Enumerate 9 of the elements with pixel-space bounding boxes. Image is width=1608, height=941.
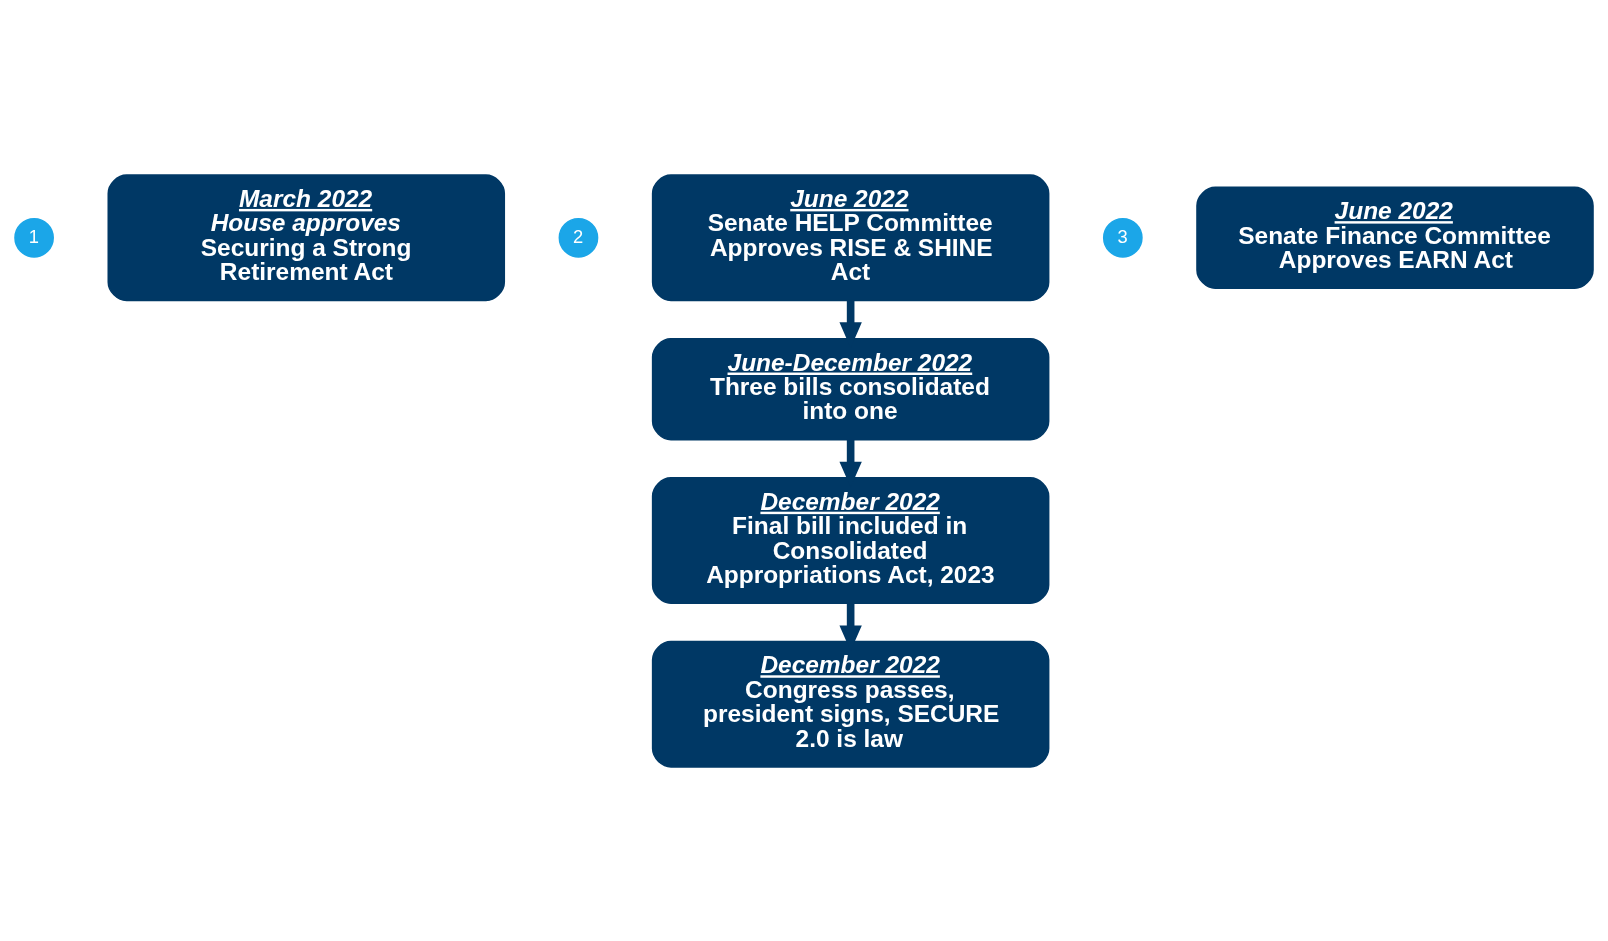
- node-box: June-December 2022 Three bills consolidated into one: [651, 337, 1050, 440]
- node-box: March 2022 House approves Securing a Strong Retirement Act: [107, 173, 506, 301]
- node-circle: 1: [14, 217, 54, 258]
- node-circle: 3: [1102, 217, 1143, 258]
- node-circle: 2: [558, 217, 599, 258]
- node-box: December 2022 Final bill included in Consolidated Appropriations Act, 2023: [651, 476, 1050, 604]
- node-box: June 2022 Senate Finance Committee Approves EARN Act: [1196, 186, 1594, 289]
- node-box: June 2022 Senate HELP Committee Approves RISE & SHINE Act: [651, 173, 1050, 301]
- node-box: December 2022 Congress passes, president signs, SECURE 2.0 is law: [651, 640, 1050, 768]
